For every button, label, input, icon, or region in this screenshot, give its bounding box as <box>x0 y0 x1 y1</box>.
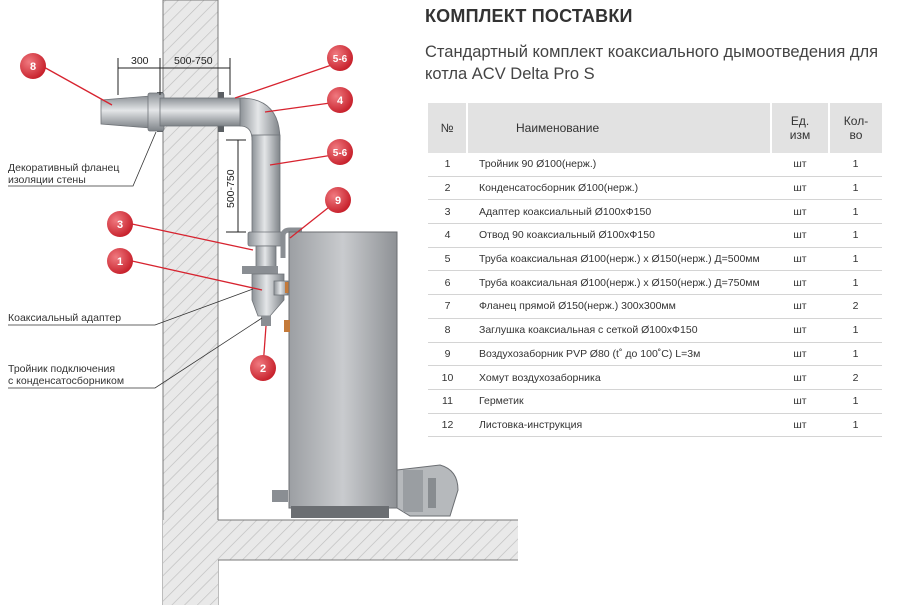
row-num: 12 <box>428 413 467 438</box>
row-qty: 1 <box>829 270 882 296</box>
page-subtitle: Стандартный комплект коаксиального дымоо… <box>425 43 879 83</box>
row-name: Труба коаксиальная Ø100(нерж.) х Ø150(не… <box>467 270 771 296</box>
row-qty: 1 <box>829 413 882 438</box>
marker-4: 4 <box>327 87 353 113</box>
row-num: 5 <box>428 247 467 272</box>
dimension-lines <box>117 58 246 233</box>
elbow-90 <box>239 97 281 141</box>
svg-text:9: 9 <box>335 195 341 207</box>
marker-2: 2 <box>250 355 276 381</box>
dim-vertical-run: 500-750 <box>225 169 237 208</box>
marker-5-6-bottom: 5-6 <box>327 139 353 165</box>
svg-text:3: 3 <box>117 219 123 231</box>
table-header-row: № Наименование Ед.изм Кол-во <box>428 103 882 153</box>
row-num: 3 <box>428 199 467 225</box>
dim-horizontal-run: 500-750 <box>174 55 213 67</box>
svg-text:4: 4 <box>337 95 344 107</box>
row-num: 4 <box>428 223 467 248</box>
black-leader-lines <box>8 131 263 389</box>
row-unit: шт <box>771 199 829 225</box>
header-name: Наименование <box>467 103 772 153</box>
label-flange: Декоративный фланец изоляции стены <box>8 162 122 186</box>
row-unit: шт <box>771 365 829 390</box>
row-unit: шт <box>771 342 829 367</box>
row-qty: 1 <box>829 342 882 367</box>
header-num: № <box>428 103 468 153</box>
tee-with-condensate-trap <box>251 273 292 326</box>
row-num: 9 <box>428 342 467 367</box>
marker-9: 9 <box>325 187 351 213</box>
row-num: 10 <box>428 365 467 390</box>
row-qty: 1 <box>829 389 882 414</box>
row-unit: шт <box>771 389 829 414</box>
row-unit: шт <box>771 270 829 296</box>
marker-3: 3 <box>107 211 133 237</box>
row-name: Тройник 90 Ø100(нерж.) <box>467 153 771 177</box>
row-unit: шт <box>771 413 829 438</box>
row-qty: 1 <box>829 199 882 225</box>
header-unit: Ед.изм <box>771 103 830 153</box>
row-name: Фланец прямой Ø150(нерж.) 300х300мм <box>467 294 771 319</box>
row-qty: 1 <box>829 153 882 177</box>
svg-text:2: 2 <box>260 363 266 375</box>
row-name: Труба коаксиальная Ø100(нерж.) х Ø150(не… <box>467 247 771 272</box>
marker-8: 8 <box>20 53 46 79</box>
row-unit: шт <box>771 318 829 343</box>
page-title: КОМПЛЕКТ ПОСТАВКИ <box>425 6 633 26</box>
row-name: Герметик <box>467 389 771 414</box>
row-qty: 1 <box>829 318 882 343</box>
svg-text:5-6: 5-6 <box>333 148 348 159</box>
label-tee: Тройник подключения с конденсатосборнико… <box>8 363 124 387</box>
row-name: Адаптер коаксиальный Ø100хФ150 <box>467 199 771 225</box>
row-unit: шт <box>771 176 829 201</box>
svg-text:1: 1 <box>117 256 123 268</box>
label-adapter: Коаксиальный адаптер <box>8 312 121 324</box>
row-name: Воздухозаборник PVP Ø80 (t˚ до 100˚С) L=… <box>467 342 771 367</box>
row-num: 2 <box>428 176 467 201</box>
row-name: Листовка-инструкция <box>467 413 771 438</box>
row-qty: 1 <box>829 247 882 272</box>
row-qty: 2 <box>829 294 882 319</box>
row-num: 8 <box>428 318 467 343</box>
horizontal-coaxial-pipe <box>100 92 246 132</box>
svg-text:8: 8 <box>30 61 36 73</box>
row-qty: 2 <box>829 365 882 390</box>
row-unit: шт <box>771 247 829 272</box>
svg-text:5-6: 5-6 <box>333 54 348 65</box>
row-qty: 1 <box>829 223 882 248</box>
marker-1: 1 <box>107 248 133 274</box>
row-name: Хомут воздухозаборника <box>467 365 771 390</box>
air-intake-hose <box>280 227 302 258</box>
row-num: 1 <box>428 153 467 177</box>
row-name: Отвод 90 коаксиальный Ø100хФ150 <box>467 223 771 248</box>
row-qty: 1 <box>829 176 882 201</box>
row-name: Конденсатосборник Ø100(нерж.) <box>467 176 771 201</box>
row-unit: шт <box>771 153 829 177</box>
row-num: 6 <box>428 270 467 296</box>
dim-wall-offset: 300 <box>131 55 149 67</box>
row-unit: шт <box>771 223 829 248</box>
row-unit: шт <box>771 294 829 319</box>
row-num: 7 <box>428 294 467 319</box>
marker-5-6-top: 5-6 <box>327 45 353 71</box>
boiler <box>272 231 459 518</box>
row-name: Заглушка коаксиальная с сеткой Ø100хФ150 <box>467 318 771 343</box>
vertical-coaxial-pipe <box>242 134 285 274</box>
header-qty: Кол-во <box>829 103 882 153</box>
row-num: 11 <box>428 389 467 414</box>
